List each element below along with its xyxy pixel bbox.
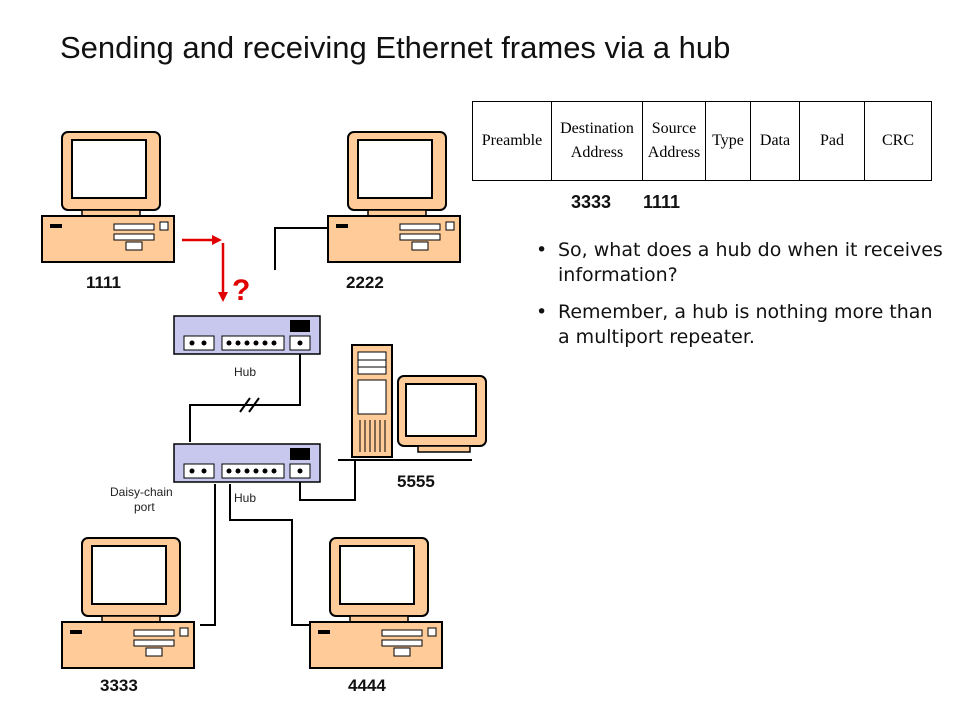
hub-lower-label: Hub: [234, 491, 256, 505]
computer-label-1111: 1111: [86, 273, 122, 292]
frame-field-type: Type: [705, 101, 751, 181]
frame-field-label: Destination: [560, 120, 634, 137]
frame-field-preamble: Preamble: [472, 101, 552, 181]
bullet-item: So, what does a hub do when it receives …: [536, 238, 946, 288]
frame-field-label: Source: [651, 120, 697, 137]
computer-label-5555: 5555: [397, 472, 435, 491]
bullet-list: So, what does a hub do when it receives …: [536, 238, 946, 362]
computer-2222: [327, 131, 461, 263]
frame-field-data: Data: [750, 101, 800, 181]
frame-source-value: 1111: [643, 192, 681, 212]
frame-field-label: CRC: [881, 132, 914, 149]
computer-label-3333: 3333: [100, 676, 138, 695]
frame-destination-value: 3333: [571, 192, 612, 212]
hub-lower: Hub: [173, 443, 321, 505]
frame-field-pad: Pad: [799, 101, 865, 181]
slide-title: Sending and receiving Ethernet frames vi…: [60, 30, 731, 65]
hub-upper: Hub: [173, 315, 321, 379]
daisy-chain-label: Daisy-chain port: [110, 485, 176, 514]
computer-5555: [338, 344, 487, 461]
computer-3333: [61, 537, 195, 669]
frame-field-label: Type: [712, 132, 744, 149]
computer-4444: [309, 537, 443, 669]
hub-upper-label: Hub: [234, 365, 256, 379]
frame-field-label: Pad: [820, 132, 844, 149]
frame-field-label: Preamble: [481, 132, 543, 149]
computer-1111: [41, 131, 175, 263]
frame-field-label: Address: [647, 144, 701, 161]
ethernet-frame-table: Preamble Destination Address Source Addr…: [472, 101, 932, 181]
computer-label-2222: 2222: [346, 273, 384, 292]
bullet-item: Remember, a hub is nothing more than a m…: [536, 300, 946, 350]
frame-field-source: Source Address: [642, 101, 706, 181]
red-arrow-icon: [182, 235, 228, 302]
frame-field-destination: Destination Address: [551, 101, 643, 181]
frame-field-label: Address: [570, 144, 624, 161]
frame-field-label: Data: [759, 132, 791, 149]
frame-field-crc: CRC: [864, 101, 932, 181]
computer-label-4444: 4444: [348, 676, 386, 695]
cable-break-icon: [239, 397, 260, 413]
question-mark: ?: [232, 274, 251, 307]
